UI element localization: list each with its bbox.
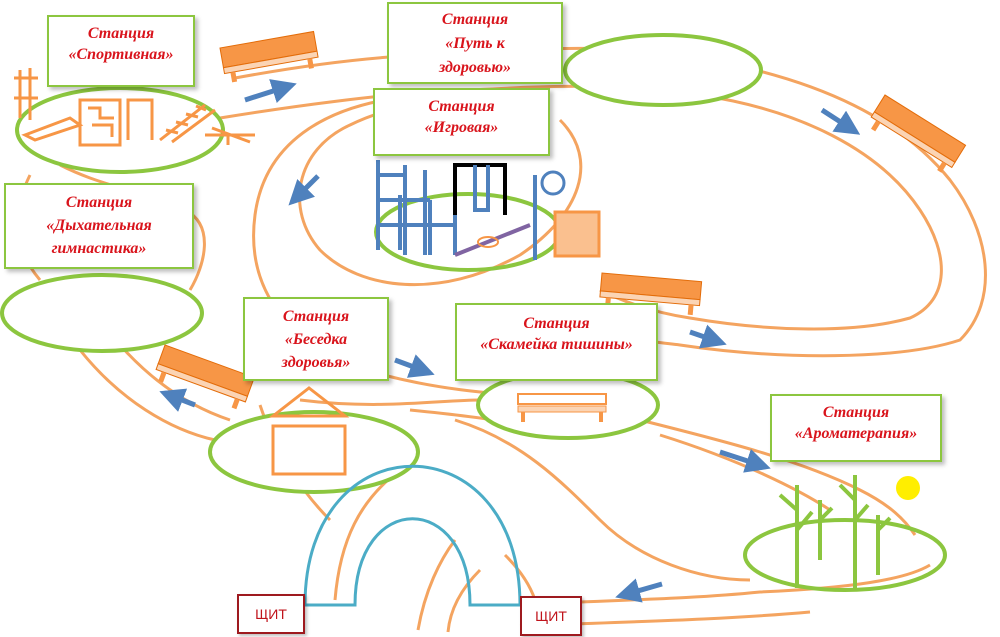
station-aroma-line1: Станция [822, 404, 890, 421]
climbing-post [14, 68, 38, 120]
station-aroma-label: Станция «Ароматерапия» [770, 394, 942, 462]
arch-entry-2 [416, 539, 457, 631]
plant-2 [818, 500, 834, 560]
arrow-7 [719, 448, 771, 473]
station-sport-line2: «Спортивная» [68, 46, 174, 63]
arrow-4 [689, 324, 727, 349]
station-aroma-line2: «Ароматерапия» [794, 425, 918, 442]
seesaw-base [477, 236, 499, 248]
bench-left [155, 344, 255, 410]
arrow-1 [244, 79, 297, 103]
maze-panel [78, 98, 122, 147]
station-breathing-line1: Станция [65, 194, 133, 211]
bench-top [219, 30, 319, 83]
arch-entry-3 [446, 568, 482, 633]
info-sign-left: ЩИТ [237, 594, 305, 634]
aroma-plants [778, 475, 892, 590]
station-game-label: Станция «Игровая» [373, 88, 550, 156]
swing-frame [453, 163, 507, 215]
right-lower-path-2 [659, 433, 831, 512]
station-breathing-line2: «Дыхательная [46, 217, 152, 234]
station-health-path-line1: Станция [441, 11, 509, 28]
station-silence-bench-label: Станция «Скамейка тишины» [455, 303, 658, 381]
swing [473, 165, 490, 212]
station-gazebo-line3: здоровья» [281, 354, 351, 371]
bench-right [870, 94, 967, 173]
arrow-3 [288, 174, 320, 206]
zone-aroma [743, 518, 947, 592]
zone-breathing [0, 273, 204, 353]
direction-arrows [159, 79, 861, 603]
center-down-path [454, 418, 751, 582]
arrow-5 [394, 354, 435, 378]
seesaw [205, 126, 255, 145]
bottom-path [519, 563, 931, 607]
bench-silence [517, 393, 607, 422]
station-game-line2: «Игровая» [424, 119, 499, 136]
plant-4 [876, 515, 892, 575]
station-silence-bench-line1: Станция [523, 315, 590, 332]
station-health-path-line3: здоровью» [438, 59, 512, 76]
arrow-6 [159, 388, 196, 412]
station-breathing-line3: гимнастика» [51, 240, 147, 257]
info-sign-right: ЩИТ [520, 596, 582, 636]
station-game-line1: Станция [428, 98, 495, 115]
right-lower-path [639, 418, 917, 536]
bench-middle [599, 272, 703, 316]
arrow-8 [615, 578, 663, 603]
plant-3 [838, 475, 870, 590]
gazebo-roof [268, 386, 350, 418]
sandbox [553, 210, 601, 258]
station-breathing-label: Станция «Дыхательная гимнастика» [4, 183, 194, 269]
outer-path-inner [219, 84, 943, 331]
sun-icon [896, 476, 920, 500]
station-sport-label: Станция «Спортивная» [47, 15, 195, 87]
left-lower-path-2 [78, 349, 216, 442]
station-silence-bench-line2: «Скамейка тишины» [480, 336, 633, 353]
gazebo-body [271, 424, 347, 476]
entrance-arch [303, 464, 522, 607]
sport-equipment [14, 68, 255, 147]
horizontal-bar [126, 98, 154, 140]
ladder [159, 103, 216, 144]
station-health-path-line2: «Путь к [445, 35, 505, 52]
arrow-2 [820, 107, 861, 135]
zone-sport [15, 86, 225, 174]
seesaw-game [454, 223, 531, 257]
station-gazebo-label: Станция «Беседка здоровья» [243, 297, 389, 381]
basketball-hoop [540, 170, 566, 196]
plant-1 [778, 485, 814, 588]
game-equipment [376, 160, 601, 260]
station-gazebo-line1: Станция [282, 308, 350, 325]
station-gazebo-line2: «Беседка [284, 331, 348, 348]
station-sport-line1: Станция [87, 25, 155, 42]
station-health-path-label: Станция «Путь к здоровью» [387, 2, 563, 84]
zone-health-path [563, 33, 763, 107]
slide [21, 116, 84, 142]
gazebo-house [268, 386, 350, 476]
climbing-frame [376, 160, 457, 255]
